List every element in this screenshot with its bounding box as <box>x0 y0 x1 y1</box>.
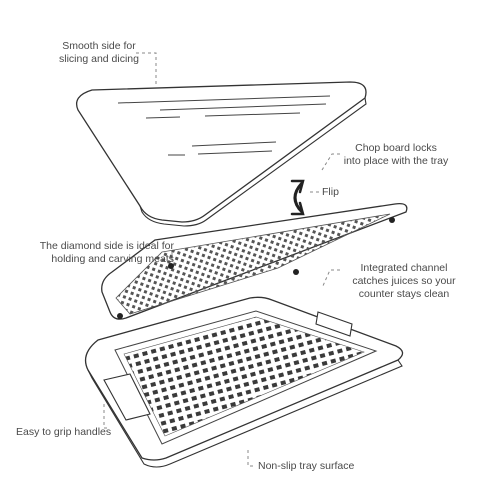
callout-channel: Integrated channel catches juices so you… <box>352 262 456 300</box>
smooth-board <box>75 81 367 227</box>
flip-arrow-icon <box>290 179 305 216</box>
diamond-board <box>101 203 408 320</box>
callout-handles: Easy to grip handles <box>16 426 112 438</box>
callout-flip: Flip <box>322 186 339 198</box>
callout-lines <box>103 52 340 467</box>
tray-handle-icon <box>103 311 353 421</box>
tray <box>84 296 404 468</box>
callout-tray-surface: Non-slip tray surface <box>258 460 355 472</box>
callout-diamond-side: The diamond side is ideal for holding an… <box>39 240 174 265</box>
callout-locks: Chop board locks into place with the tra… <box>343 142 449 167</box>
callout-smooth-side: Smooth side for slicing and dicing <box>59 40 139 65</box>
